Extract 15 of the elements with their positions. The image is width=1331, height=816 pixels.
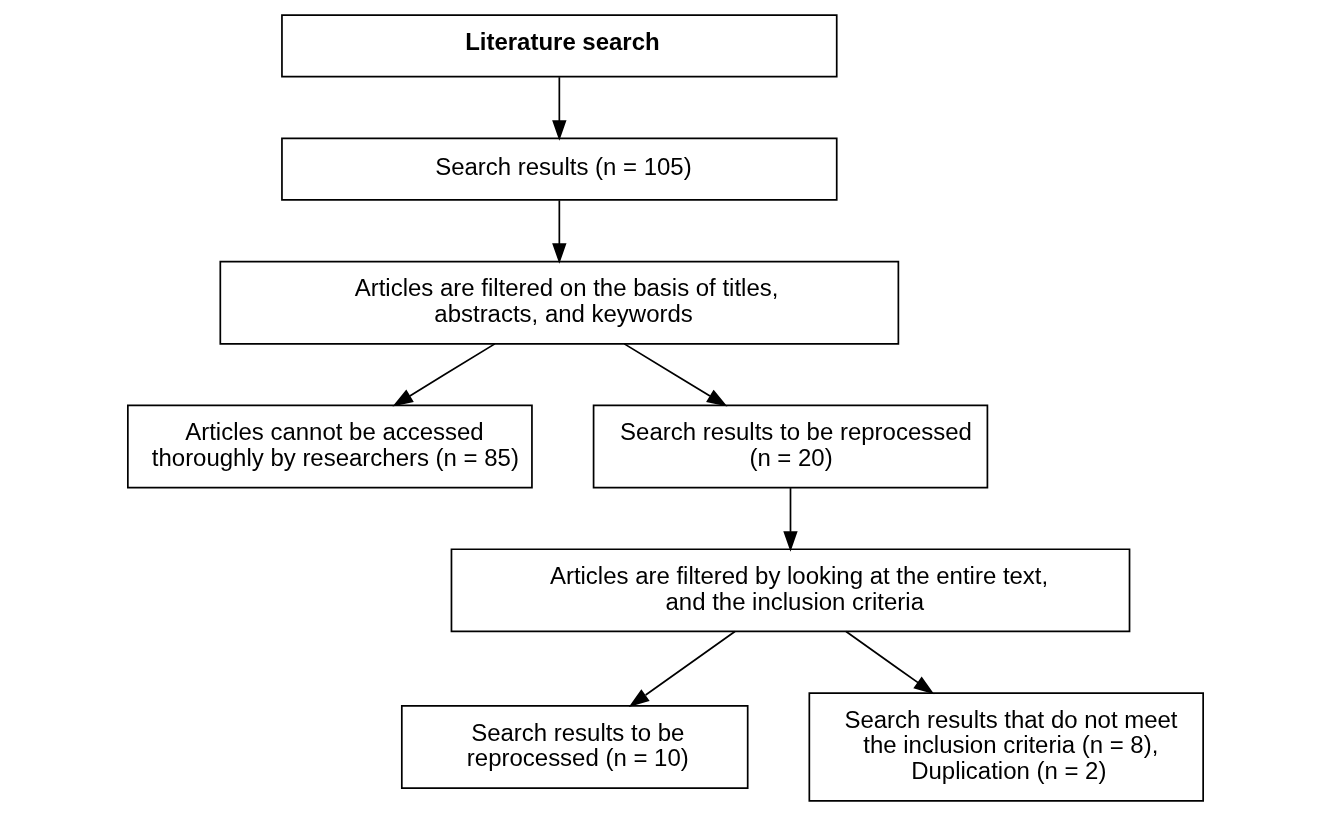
node-box: Articles are filtered by looking at the entire text, and the inclusion criteria (450, 548, 1131, 633)
arrow (552, 199, 567, 264)
arrow (628, 630, 736, 707)
node-box: Articles cannot be accessed thoroughly by researchers (n = 85) (127, 404, 533, 489)
arrow (783, 487, 798, 552)
arrow (845, 630, 935, 695)
node-box: Search results that do not meet the inclusion criteria (n = 8), Duplication (n = 2) (808, 692, 1204, 802)
node-box: Articles are filtered on the basis of titles, abstracts, and keywords (219, 260, 900, 345)
node-box: Literature search (281, 14, 838, 78)
arrow (552, 76, 567, 141)
arrow (392, 343, 496, 407)
arrow (623, 343, 728, 407)
node-box: Search results to be reprocessed (n = 10) (400, 705, 749, 789)
node-box: Search results (n = 105) (281, 137, 838, 201)
node-box: Search results to be reprocessed (n = 20) (592, 404, 989, 489)
